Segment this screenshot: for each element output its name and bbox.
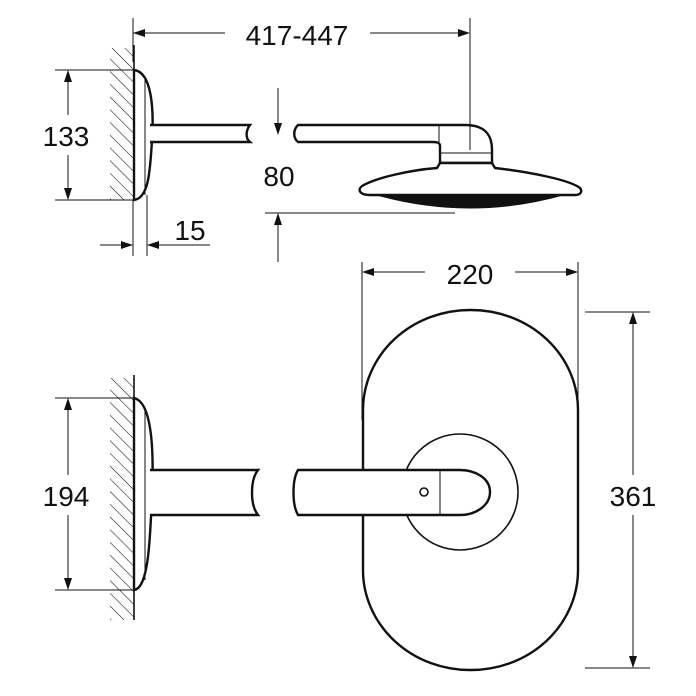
dim-label-220: 220 (447, 259, 494, 290)
front-view (292, 308, 580, 672)
arm-left-side (150, 123, 254, 144)
wall-hatching-bottom (110, 378, 134, 620)
shower-head-side (358, 161, 583, 197)
dim-plate-width: 220 (361, 259, 579, 420)
dim-label-361: 361 (610, 481, 657, 512)
dim-label-194: 194 (43, 481, 90, 512)
dim-label-15: 15 (174, 215, 205, 246)
dim-plate-total-height: 361 (585, 311, 657, 669)
dim-plate-height-side: 133 (43, 69, 134, 201)
shower-nozzles (375, 195, 565, 209)
dim-plate-depth: 15 (100, 195, 210, 256)
set-screw (419, 487, 429, 497)
dim-label-133: 133 (43, 121, 90, 152)
arm-left-lower (150, 468, 261, 517)
dim-head-drop: 80 (263, 88, 455, 262)
wall-plate-side-lower (132, 396, 154, 592)
wall-plate-side (132, 68, 154, 202)
arm-front (292, 468, 492, 517)
dim-label-arm-length: 417-447 (246, 20, 349, 51)
dim-arm-length: 417-447 (132, 18, 471, 150)
dim-label-80: 80 (263, 161, 294, 192)
side-view-lower (110, 375, 261, 620)
side-view (110, 45, 583, 209)
wall-hatching-top (110, 48, 134, 200)
dim-plate-height-front: 194 (43, 397, 134, 591)
arm-right-side (293, 123, 494, 165)
